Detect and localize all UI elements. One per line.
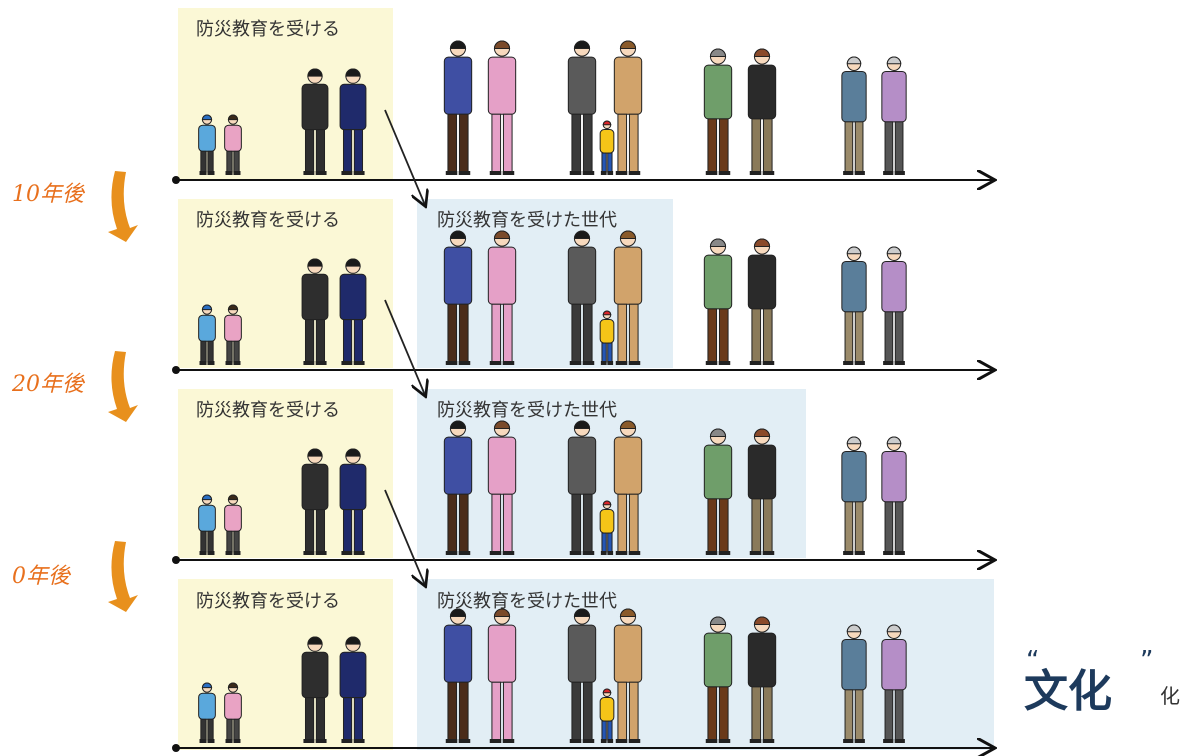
toddler-figure-row3 [599,500,615,555]
adult-man-figure-row3 [443,420,473,555]
elder-man-figure-row4 [841,624,867,743]
elder-woman-figure-row2 [881,246,907,365]
adult-woman-figure-row1 [487,40,517,175]
row2-gen-label: 防災教育を受けた世代 [437,210,617,231]
culture-suffix-text: 化 [1160,684,1180,708]
elder-man-figure-row2 [841,246,867,365]
toddler-figure-row1 [599,120,615,175]
row4-gen-label: 防災教育を受けた世代 [437,591,617,612]
student-girl-figure-row2 [339,258,367,365]
row3-gen-label: 防災教育を受けた世代 [437,400,617,421]
student-girl-figure-row1 [339,68,367,175]
step-arrow-1 [108,171,138,242]
student-boy-figure-row4 [301,636,329,743]
student-girl-figure-row4 [339,636,367,743]
elder-man-figure-row3 [841,436,867,555]
father-figure-row4 [567,608,597,743]
step-arrow-2 [108,351,138,422]
adult-man-figure-row4 [443,608,473,743]
student-boy-figure-row3 [301,448,329,555]
step-label-10: 10年後 [12,182,84,207]
adult-woman-figure-row4 [487,608,517,743]
middle-woman-figure-row1 [747,48,777,175]
row3-edu-label: 防災教育を受ける [196,400,340,421]
child-girl-figure-row4 [224,682,242,743]
step-label-20: 20年後 [12,372,84,397]
elder-woman-figure-row4 [881,624,907,743]
middle-man-figure-row2 [703,238,733,365]
father-figure-row2 [567,230,597,365]
student-boy-figure-row1 [301,68,329,175]
row2-edu-label: 防災教育を受ける [196,210,340,231]
elder-woman-figure-row1 [881,56,907,175]
adult-man-figure-row2 [443,230,473,365]
elder-man-figure-row1 [841,56,867,175]
culture-quote-open: “ [1026,646,1040,676]
mother-figure-row3 [613,420,643,555]
middle-woman-figure-row4 [747,616,777,743]
child-boy-figure-row4 [198,682,216,743]
middle-woman-figure-row2 [747,238,777,365]
adult-man-figure-row1 [443,40,473,175]
toddler-figure-row2 [599,310,615,365]
mother-figure-row2 [613,230,643,365]
student-girl-figure-row3 [339,448,367,555]
child-boy-figure-row3 [198,494,216,555]
student-boy-figure-row2 [301,258,329,365]
middle-man-figure-row4 [703,616,733,743]
row1-edu-label: 防災教育を受ける [196,19,340,40]
child-boy-figure-row2 [198,304,216,365]
child-girl-figure-row1 [224,114,242,175]
toddler-figure-row4 [599,688,615,743]
elder-woman-figure-row3 [881,436,907,555]
culture-main-text: 文化 [1024,666,1112,717]
adult-woman-figure-row3 [487,420,517,555]
child-boy-figure-row1 [198,114,216,175]
mother-figure-row1 [613,40,643,175]
child-girl-figure-row2 [224,304,242,365]
father-figure-row3 [567,420,597,555]
mother-figure-row4 [613,608,643,743]
middle-man-figure-row1 [703,48,733,175]
step-arrow-3 [108,541,138,612]
middle-woman-figure-row3 [747,428,777,555]
middle-man-figure-row3 [703,428,733,555]
child-girl-figure-row3 [224,494,242,555]
adult-woman-figure-row2 [487,230,517,365]
row4-edu-label: 防災教育を受ける [196,591,340,612]
culture-quote-close: ” [1140,646,1154,676]
father-figure-row1 [567,40,597,175]
step-label-0: 0年後 [12,564,70,589]
